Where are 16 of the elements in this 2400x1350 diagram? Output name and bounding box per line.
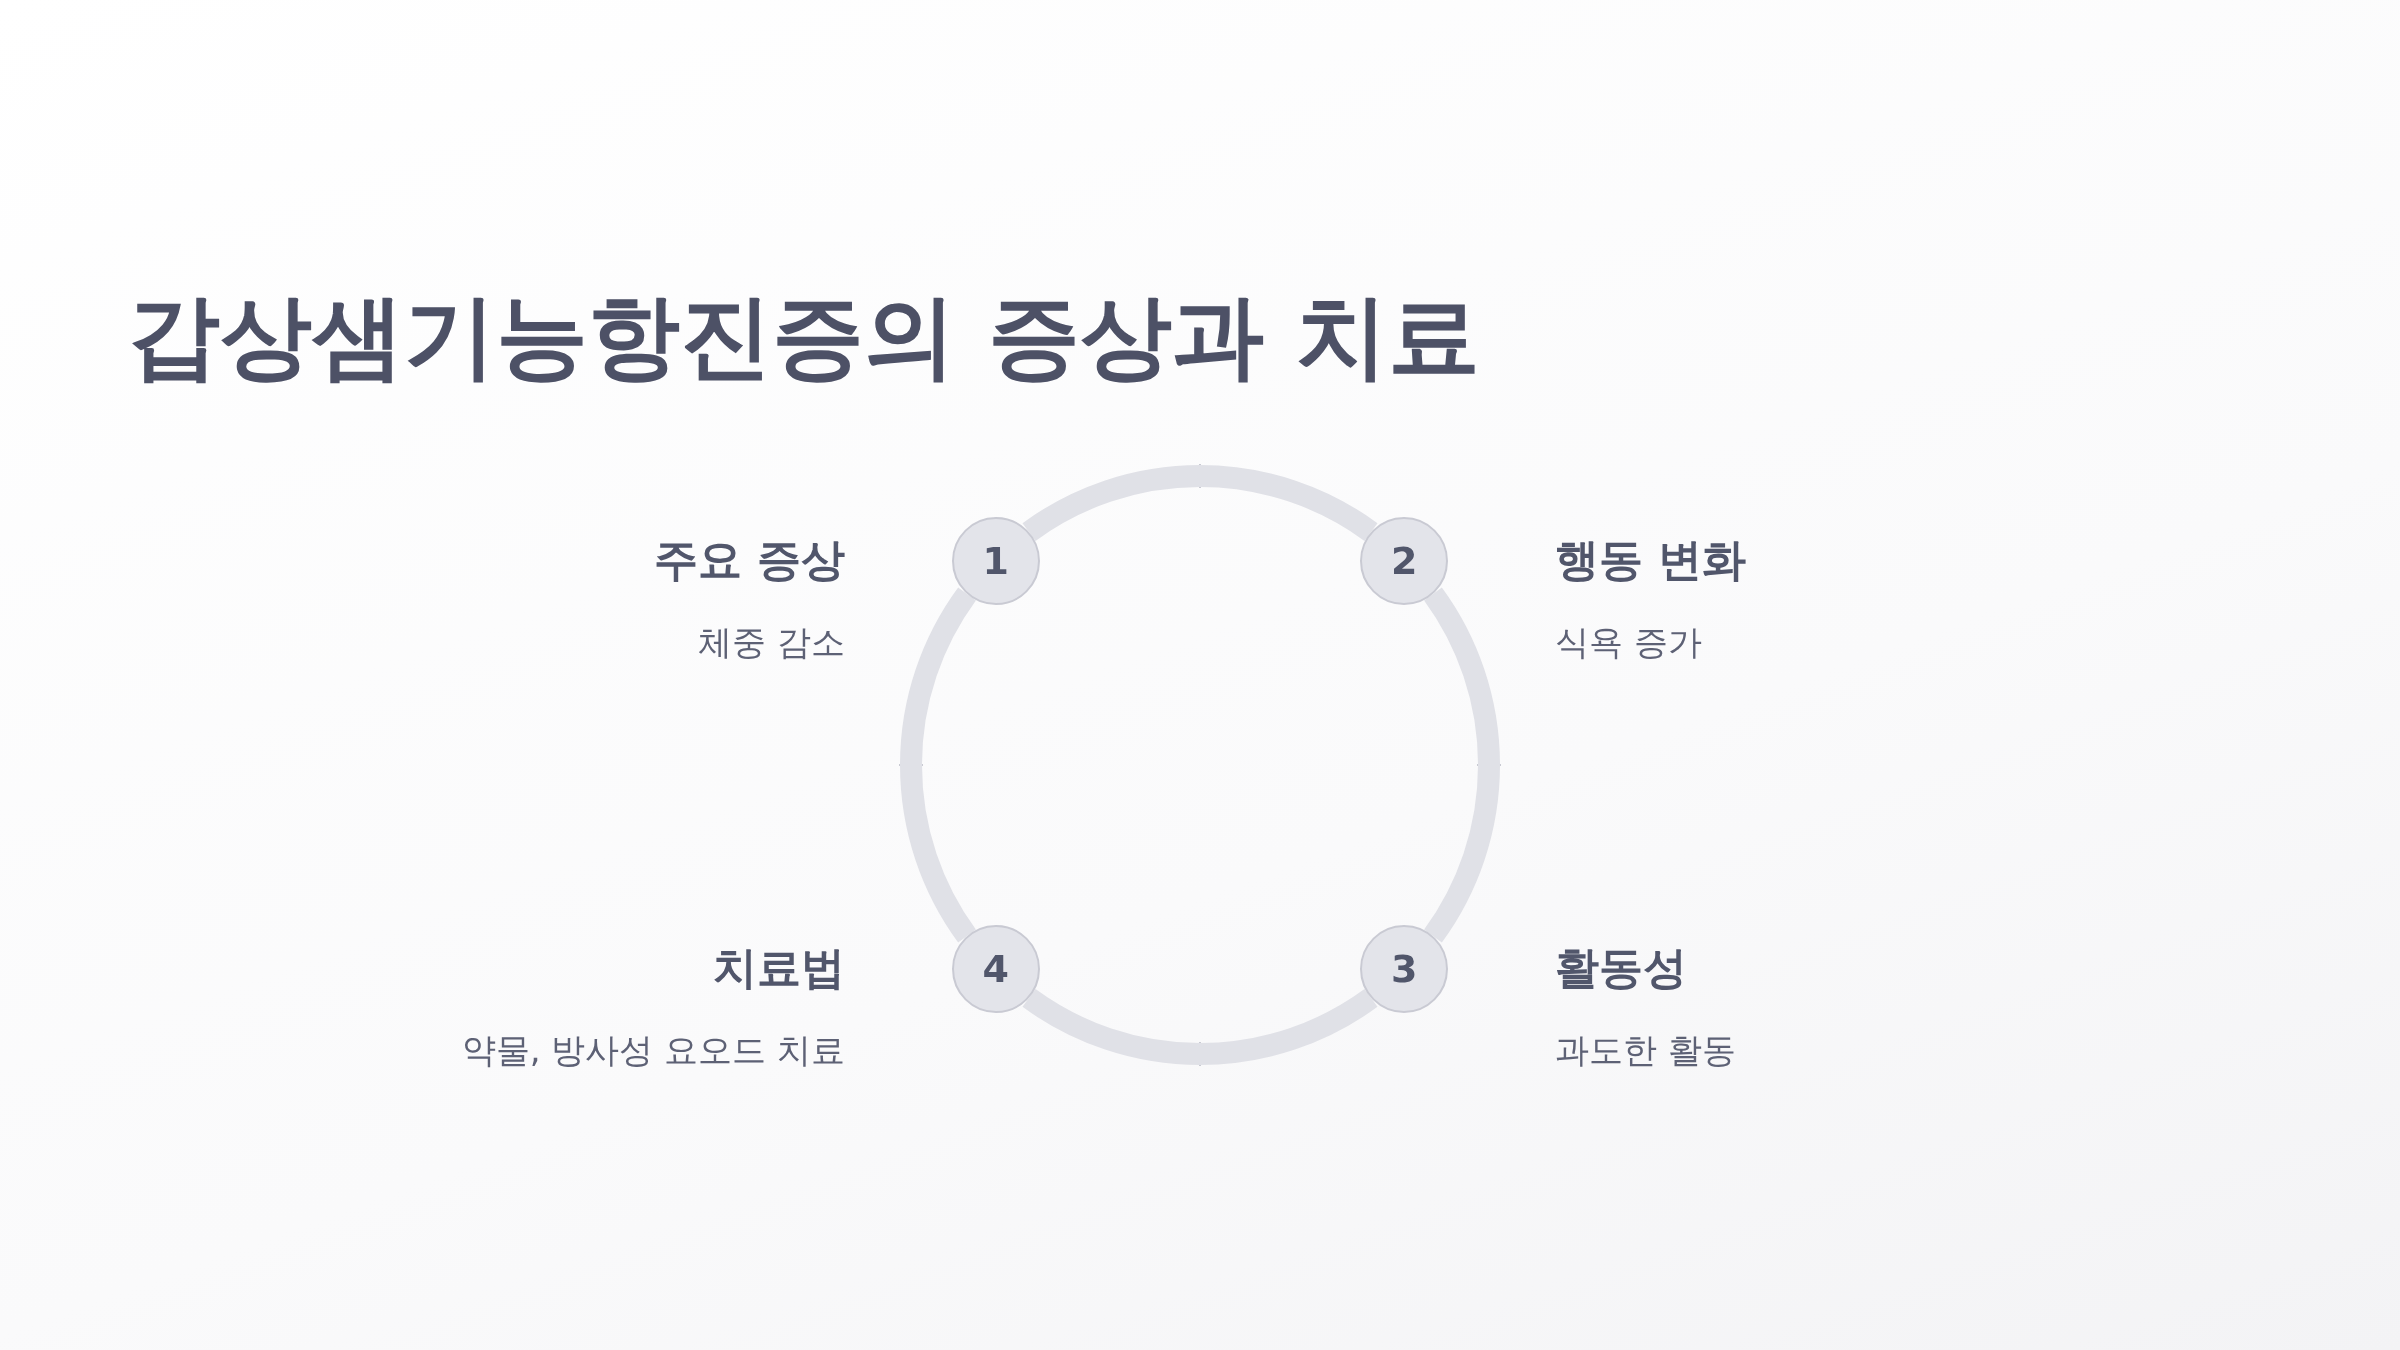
step-description: 식욕 증가 <box>1555 621 1702 662</box>
step-heading: 주요 증상 <box>653 533 845 585</box>
step-heading: 활동성 <box>1555 942 1687 994</box>
step-description: 약물, 방사성 요오드 치료 <box>461 1030 845 1071</box>
ring-arc <box>900 588 977 942</box>
step-description: 체중 감소 <box>698 621 845 662</box>
step-heading: 행동 변화 <box>1555 533 1747 585</box>
step-description: 과도한 활동 <box>1555 1030 1736 1071</box>
ring-arc <box>1023 988 1377 1065</box>
ring-arc <box>1423 588 1500 942</box>
step-heading: 치료법 <box>713 942 845 994</box>
step-number: 3 <box>1391 947 1418 992</box>
step-number: 4 <box>982 947 1009 992</box>
title: 갑상샘기능항진증의 증상과 치료 <box>128 282 1481 392</box>
step-number: 2 <box>1391 538 1418 583</box>
step-number: 1 <box>982 538 1009 583</box>
